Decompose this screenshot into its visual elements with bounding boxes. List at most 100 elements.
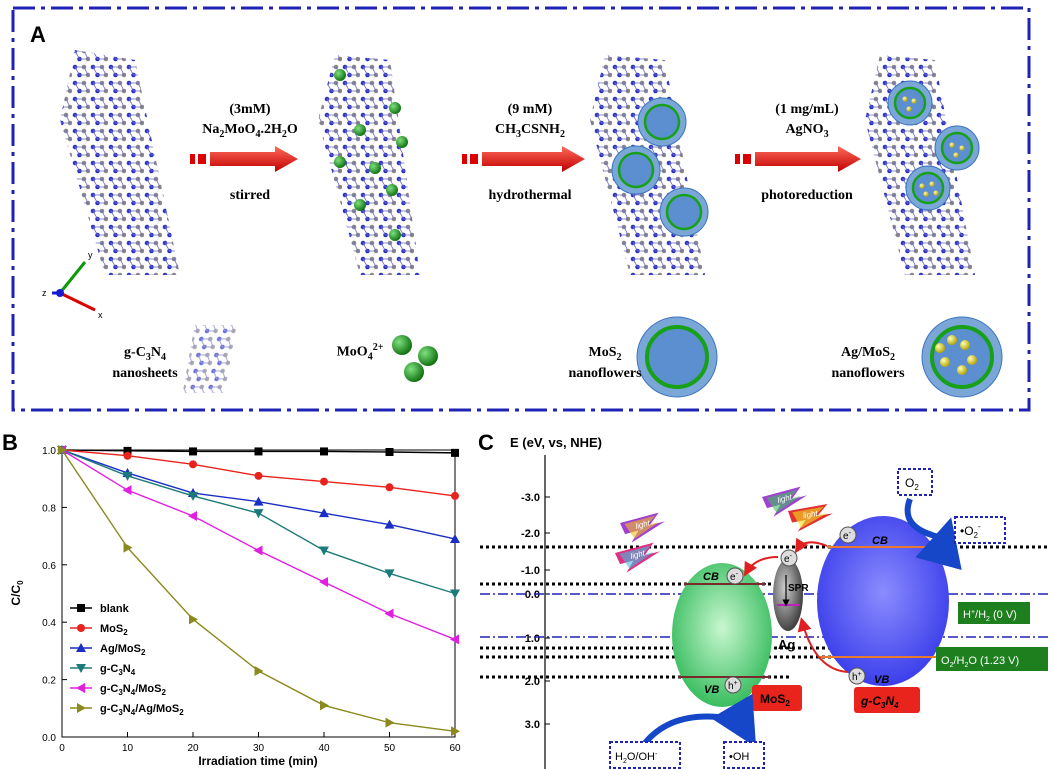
svg-text:light: light — [629, 548, 646, 561]
panel-label-a: A — [30, 22, 46, 47]
data-point — [254, 471, 263, 480]
panel-label-c: C — [478, 430, 494, 455]
data-point — [450, 589, 460, 599]
data-point — [123, 451, 132, 460]
ag-mos2-flowers — [887, 80, 980, 211]
legend-label: g-C3N4/MoS2 — [100, 683, 166, 697]
data-point — [123, 446, 132, 455]
gcn-material-box — [854, 687, 920, 713]
data-point — [384, 569, 395, 579]
x-tick-label: 0 — [59, 743, 65, 754]
data-point — [189, 460, 197, 469]
o2-h2o-level-box — [936, 647, 1048, 671]
hole-transfer-gcn-ag — [797, 617, 849, 673]
legend-item: Ag/MoS2 — [70, 643, 146, 657]
data-point — [189, 614, 198, 625]
mos2-electron-label: e- — [730, 571, 739, 583]
gcn-electron-label: e- — [843, 530, 852, 542]
step3-reagent: AgNO3 — [785, 122, 829, 140]
energy-tick-label: 1.0 — [525, 633, 540, 645]
data-point — [122, 485, 132, 496]
legend-label: g-C3N4/Ag/MoS2 — [100, 703, 184, 717]
x-tick-label: 40 — [318, 743, 330, 754]
data-point — [451, 491, 459, 500]
ag-particle — [773, 559, 803, 631]
legend-label: g-C3N4 — [100, 663, 136, 677]
legend-item: g-C3N4 — [70, 663, 136, 677]
data-point — [123, 542, 133, 553]
light-bolts: light light light light — [615, 486, 834, 573]
ag-label: Ag — [778, 637, 795, 652]
gcn-material-label: g-C3N4 — [860, 694, 899, 710]
data-point — [385, 483, 394, 492]
step2-reagent: CH3CSNH2 — [495, 122, 565, 140]
svg-text:light: light — [802, 509, 819, 521]
data-point — [188, 511, 197, 522]
svg-text:light: light — [634, 518, 651, 531]
series-5 — [58, 445, 460, 737]
step1-reagent: Na2MoO4.2H2O — [202, 122, 298, 140]
data-point — [319, 546, 329, 556]
series-1 — [58, 446, 459, 500]
energy-ticks: -3.0-2.0-1.00.01.02.03.0 — [521, 492, 550, 731]
gcn-nanosheet-icon — [182, 325, 237, 393]
o2-box — [897, 468, 933, 496]
energy-tick-label: 3.0 — [525, 719, 540, 731]
legend-marker — [76, 664, 86, 673]
electron-transfer-gcn-ag — [794, 537, 828, 554]
electron-transfer-ag-mos2 — [744, 556, 779, 577]
gcn-hole — [848, 667, 866, 685]
x-tick-label: 60 — [449, 743, 461, 754]
gcn-sheet-1 — [60, 50, 180, 275]
data-point — [320, 700, 329, 711]
step1-action: stirred — [229, 188, 271, 203]
synthesis-scheme: y x z — [11, 6, 1031, 412]
y-tick-label: 1.0 — [42, 446, 56, 457]
h2-level-label: H+/H2 (0 V) — [963, 609, 1017, 623]
data-point — [320, 477, 328, 486]
chart-legend: blankMoS2Ag/MoS2g-C3N4g-C3N4/MoS2g-C3N4/… — [70, 603, 184, 717]
mos2-vb-label: VB — [704, 684, 719, 696]
gcn-electron — [839, 526, 857, 544]
superoxide-box — [954, 516, 1006, 544]
h2-level-box — [958, 602, 1030, 624]
data-point — [189, 447, 197, 456]
step2-action: hydrothermal — [488, 188, 572, 203]
data-point — [319, 577, 328, 588]
superoxide-label: •O2- — [960, 522, 981, 540]
data-point — [253, 545, 263, 556]
energy-tick-label: -3.0 — [521, 492, 540, 504]
mos2-nanoflower-icon — [636, 316, 718, 398]
h2o-box — [609, 741, 681, 769]
energy-tick-label: 0.0 — [525, 589, 540, 601]
axis-triad: y x z — [42, 250, 103, 320]
mos2-band — [672, 563, 772, 707]
data-point — [188, 491, 198, 501]
h2o-oxidation-arrow — [642, 693, 757, 748]
reaction-arrow-2 — [462, 146, 585, 172]
spr-label: SPR — [788, 583, 809, 594]
data-point — [384, 608, 394, 619]
mos2-flowers — [611, 97, 709, 237]
data-point — [122, 471, 133, 481]
mos2-hole-label: h+ — [728, 680, 738, 692]
y-axis-label: C/C0 — [9, 580, 25, 606]
reaction-arrow-1 — [190, 146, 298, 172]
reaction-arrow-3 — [735, 146, 861, 172]
x-tick-label: 30 — [253, 743, 265, 754]
data-point — [253, 509, 264, 519]
data-point — [320, 447, 328, 456]
y-tick-label: 0.6 — [42, 561, 56, 572]
energy-tick-label: -2.0 — [521, 528, 540, 540]
step3-concentration: (1 mg/mL) — [775, 102, 839, 117]
data-point — [254, 665, 264, 676]
data-point — [385, 448, 394, 457]
data-point — [451, 448, 459, 457]
legend-item: MoS2 — [70, 623, 128, 637]
data-point — [319, 508, 329, 518]
legend-item: g-C3N4/MoS2 — [70, 683, 166, 697]
